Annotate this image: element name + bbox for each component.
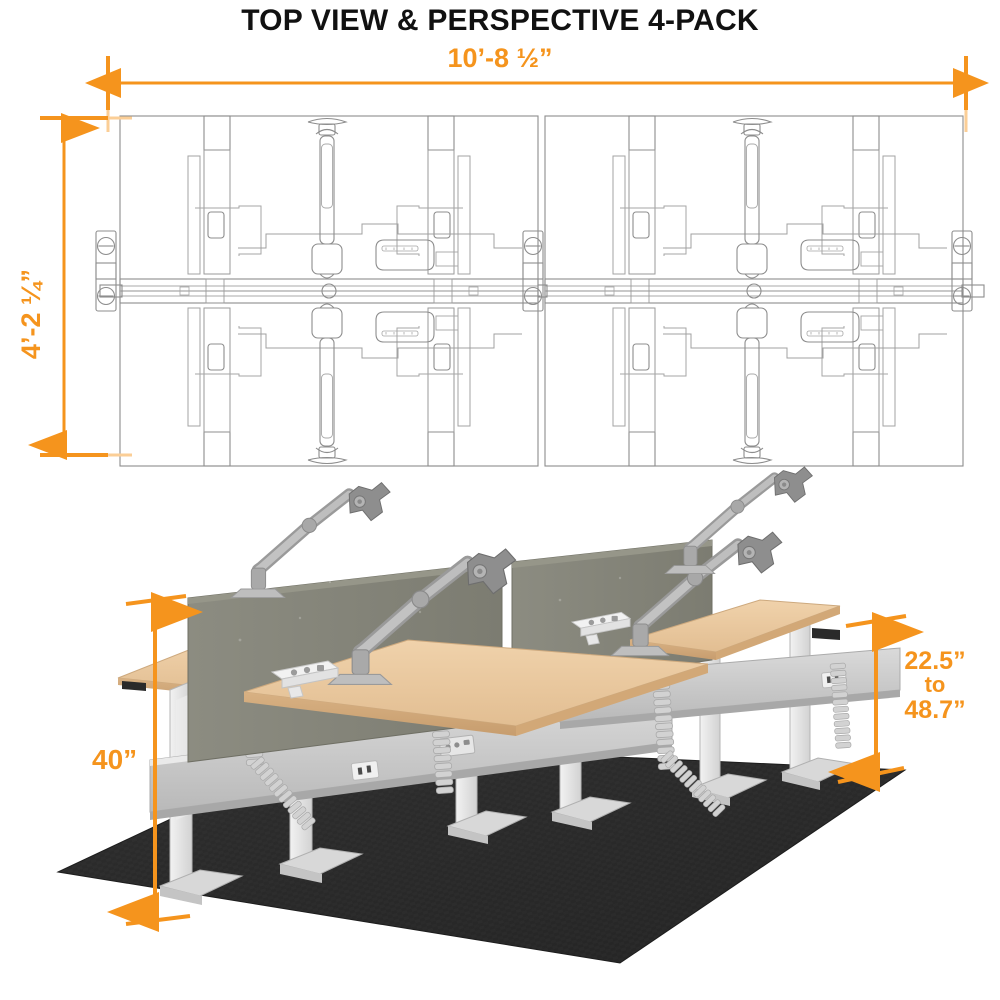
dimension-panel-height-label: 40” (92, 744, 138, 775)
top-view-center-rail-right (544, 278, 964, 304)
top-view-center-rail-left (119, 278, 539, 304)
maple-desktop-back-left (117, 639, 374, 702)
t-foot-leg-4 (550, 631, 632, 830)
top-view-workstation-4 (544, 290, 964, 467)
charcoal-carpet (56, 743, 907, 964)
cable-spine-3 (429, 698, 454, 795)
top-view-workstation-1 (119, 115, 539, 292)
maple-desktop-front-right (629, 599, 841, 660)
monitor-arm-left (329, 549, 516, 685)
dimension-depth (28, 113, 132, 460)
power-outlet-1[interactable] (350, 760, 380, 781)
cable-spine-6 (829, 662, 852, 749)
power-strip-left[interactable] (271, 660, 339, 699)
top-view-workstation-2 (119, 290, 539, 467)
cable-spine-1 (239, 670, 264, 767)
modesty-beam (149, 647, 901, 820)
top-view-clamp-left (95, 230, 117, 312)
page-title: TOP VIEW & PERSPECTIVE 4-PACK (241, 4, 759, 37)
dimension-desk-height-range-label: 22.5” to 48.7” (880, 648, 990, 723)
privacy-panel-right (511, 539, 713, 691)
power-outlet-2[interactable] (821, 670, 847, 689)
cable-spine-5 (659, 749, 727, 818)
t-foot-leg-5 (690, 619, 768, 806)
top-view-rail-connector (99, 284, 985, 298)
control-keypad-back-left[interactable] (122, 681, 146, 691)
control-keypad-beam[interactable] (438, 734, 476, 758)
t-foot-leg-1 (158, 680, 244, 905)
power-strip-right[interactable] (571, 611, 631, 646)
dimension-width-label: 10’-8 ½” (447, 43, 553, 73)
range-line-2: to (924, 672, 946, 697)
control-keypad-front-right[interactable] (812, 628, 840, 640)
cable-spine-2 (249, 755, 317, 832)
monitor-arm-right (611, 532, 781, 655)
desk-frame-group (158, 611, 858, 905)
cable-spine-4 (651, 674, 676, 771)
t-foot-leg-6 (780, 611, 858, 790)
range-line-3: 48.7” (904, 695, 966, 724)
maple-desktop-front-left (243, 639, 709, 736)
range-line-1: 22.5” (904, 647, 966, 675)
dimension-depth-label: 4’-2 ¼” (15, 269, 46, 360)
top-view-clamp-right (951, 230, 973, 312)
monitor-arm-back-right (665, 467, 812, 573)
top-view-clamp-mid (522, 230, 544, 312)
t-foot-leg-2 (278, 658, 364, 883)
monitor-arm-back-left (231, 483, 390, 598)
t-foot-leg-3 (446, 639, 528, 844)
privacy-panel-left (187, 561, 503, 763)
maple-desktop-back-right (527, 613, 783, 674)
top-view-workstation-3 (544, 115, 964, 292)
